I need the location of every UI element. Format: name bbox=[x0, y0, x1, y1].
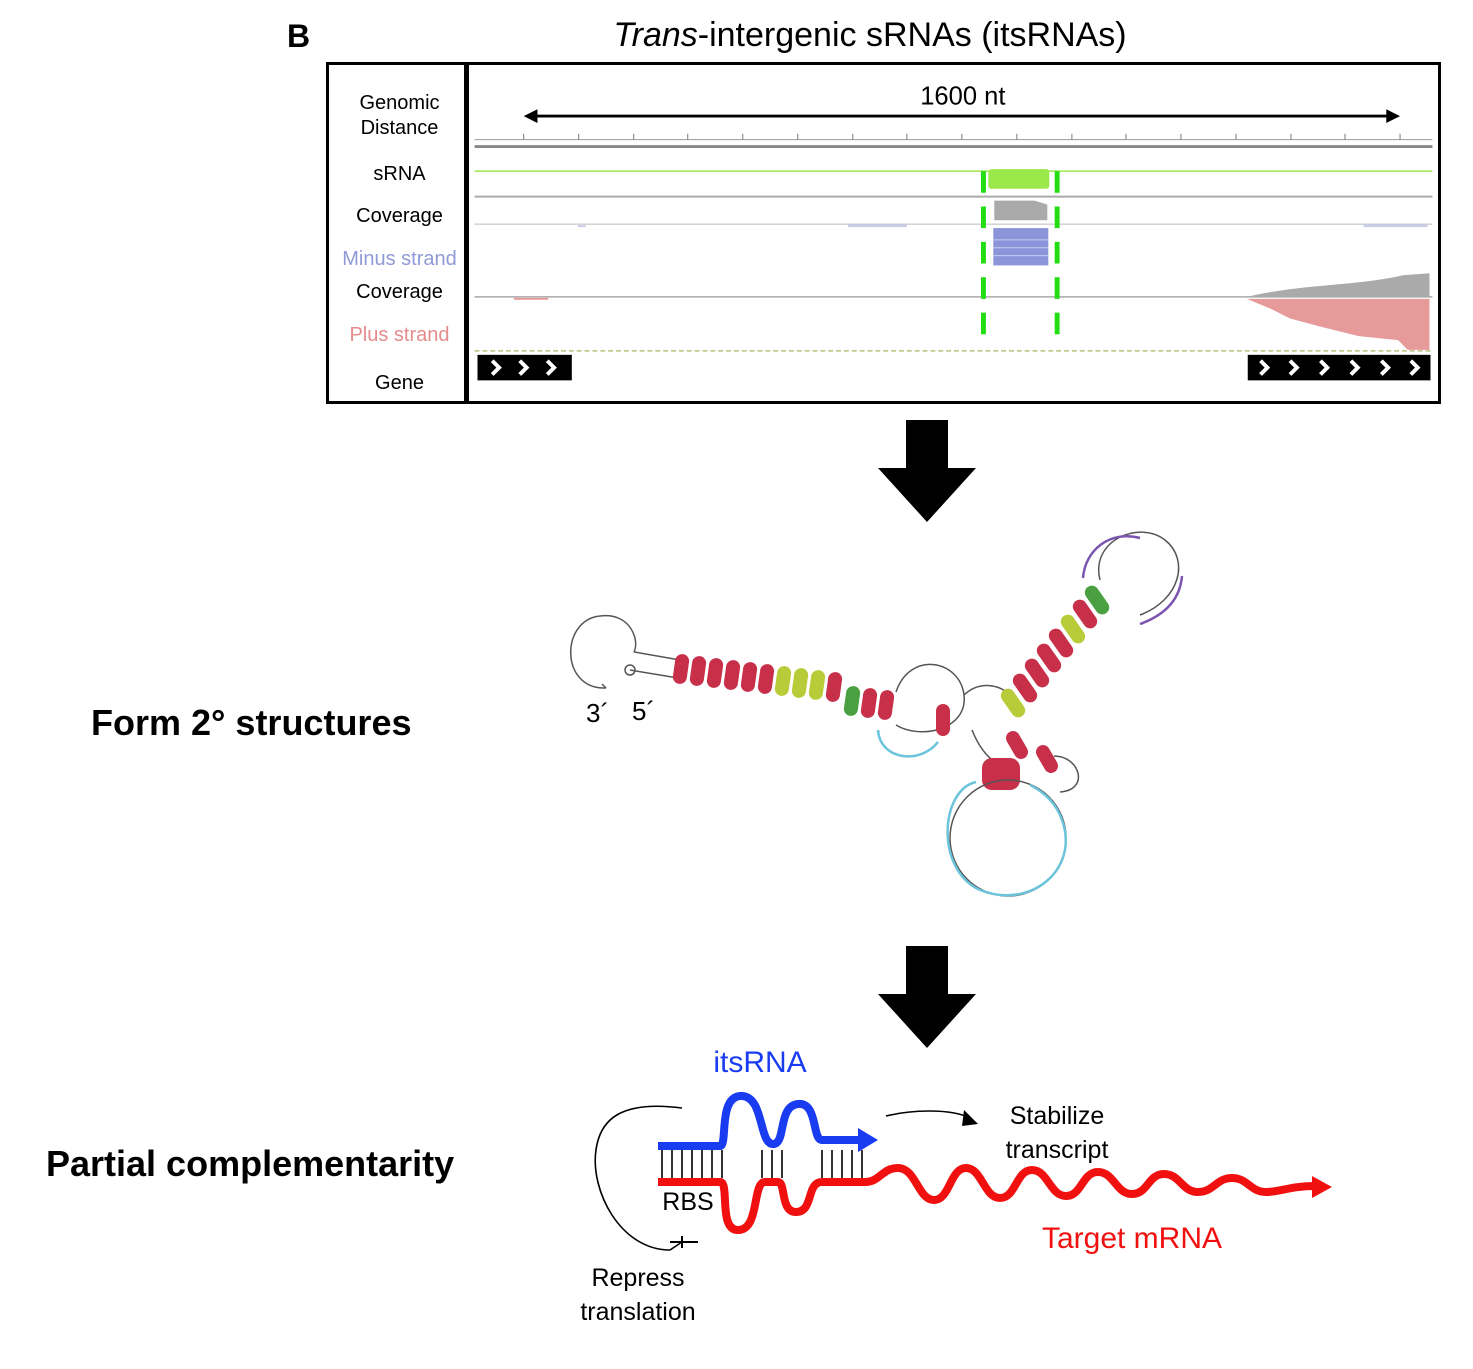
bottom-stem-pair bbox=[982, 758, 1020, 790]
top-hairpin bbox=[1097, 531, 1180, 616]
ruler bbox=[474, 133, 1433, 149]
figure-title: Trans-intergenic sRNAs (itsRNAs) bbox=[540, 16, 1200, 55]
track-label-coverage-plus: Coverage bbox=[356, 281, 443, 303]
cyan-segment-2 bbox=[946, 780, 1067, 897]
cyan-segment-1 bbox=[876, 729, 939, 758]
complementarity-label: Partial complementarity bbox=[46, 1143, 455, 1184]
junction-pair bbox=[936, 704, 950, 736]
purple-segment bbox=[1081, 535, 1141, 579]
lower-right-pairs bbox=[1006, 731, 1058, 773]
flow-arrow-1 bbox=[878, 420, 976, 522]
stabilize-label-line1: Stabilize bbox=[1010, 1102, 1105, 1130]
base-pair-lines bbox=[661, 1150, 863, 1178]
panel-letter: B bbox=[287, 18, 311, 54]
title-rest: -intergenic sRNAs (itsRNAs) bbox=[697, 16, 1127, 54]
lower-right-loop bbox=[1053, 755, 1080, 793]
distance-arrow bbox=[523, 109, 1401, 123]
rna-secondary-structure: 3´ 5´ bbox=[570, 531, 1184, 897]
central-loop bbox=[895, 663, 1011, 766]
flow-arrow-2 bbox=[878, 946, 976, 1048]
secondary-structure-label: Form 2° structures bbox=[91, 702, 412, 743]
itsrna-strand bbox=[658, 1092, 865, 1150]
track-label-column: Genomic Distance sRNA Coverage Minus str… bbox=[326, 62, 467, 404]
genomic-distance-text: Genomic Distance bbox=[359, 92, 440, 139]
genome-browser-tracks: 1600 nt bbox=[466, 62, 1441, 404]
target-mrna-strand bbox=[658, 1164, 1317, 1234]
left-hairpin bbox=[570, 615, 681, 689]
repress-label-line1: Repress bbox=[591, 1264, 684, 1292]
purple-segment-2 bbox=[1139, 575, 1184, 626]
repress-arc bbox=[594, 1105, 683, 1251]
srna-highlight-bounds bbox=[981, 171, 1060, 341]
upper-arm-pairs bbox=[1000, 585, 1110, 718]
complementarity-diagram: itsRNA RBS Repress translation Stabilize… bbox=[580, 1046, 1332, 1326]
track-label-genomic-distance: Genomic Distance bbox=[329, 91, 470, 141]
mrna-arrowhead bbox=[1312, 1176, 1332, 1198]
track-label-plus-strand: Plus strand bbox=[349, 324, 450, 346]
three-prime-end: 3´ bbox=[586, 698, 609, 728]
srna-feature bbox=[988, 169, 1050, 189]
stabilize-arrow bbox=[885, 1110, 971, 1119]
track-label-coverage-minus: Coverage bbox=[356, 205, 443, 227]
track-label-gene: Gene bbox=[375, 372, 424, 394]
title-italic: Trans bbox=[613, 16, 698, 54]
plus-strand-reads bbox=[1246, 298, 1430, 350]
gene-right bbox=[1247, 354, 1431, 381]
stabilize-label-line2: transcript bbox=[1006, 1136, 1109, 1164]
itsrna-arrowhead bbox=[858, 1128, 878, 1152]
main-stem-pairs bbox=[672, 654, 895, 720]
minus-background-reads bbox=[577, 224, 1428, 228]
repress-label-line2: translation bbox=[580, 1298, 695, 1326]
track-label-minus-strand: Minus strand bbox=[342, 248, 457, 270]
target-mrna-label: Target mRNA bbox=[1042, 1222, 1222, 1255]
five-prime-end: 5´ bbox=[632, 696, 655, 726]
minus-read-lines bbox=[993, 239, 1049, 257]
minus-strand-reads bbox=[993, 228, 1049, 266]
stabilize-arrowhead bbox=[962, 1110, 978, 1126]
gene-left bbox=[477, 354, 572, 381]
distance-label: 1600 nt bbox=[920, 82, 1005, 110]
itsrna-label: itsRNA bbox=[713, 1046, 806, 1079]
rbs-label: RBS bbox=[662, 1188, 713, 1216]
track-label-srna: sRNA bbox=[373, 163, 426, 185]
coverage-plus-peak bbox=[1246, 273, 1430, 297]
plus-background-reads bbox=[513, 297, 549, 300]
coverage-minus-peak bbox=[994, 200, 1048, 221]
